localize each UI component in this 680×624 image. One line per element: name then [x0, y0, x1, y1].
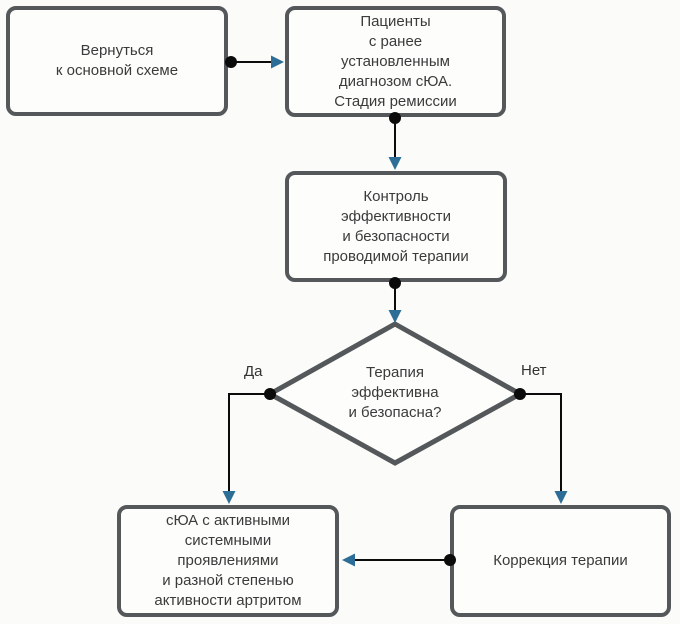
branch-label-yes: Да [244, 363, 263, 380]
edge-decision-no-to-correction [520, 393, 562, 494]
node-therapy-monitoring: Контроль эффективности и безопасности пр… [285, 171, 507, 282]
node-active-sjia: сЮА с активными системными проявлениями … [117, 505, 339, 617]
arrowhead-down-icon [388, 310, 402, 323]
node-return-to-main-scheme[interactable]: Вернуться к основной схеме [6, 6, 228, 116]
junction-dot [264, 388, 276, 400]
arrowhead-right-icon [271, 55, 284, 69]
branch-label-no: Нет [521, 362, 547, 379]
decision-question-label: Терапия эффективна и безопасна? [348, 364, 442, 421]
arrowhead-down-icon [222, 491, 236, 504]
edge-decision-yes-to-active-sjia [228, 393, 270, 494]
junction-dot [514, 388, 526, 400]
arrowhead-down-icon [554, 491, 568, 504]
arrowhead-down-icon [388, 157, 402, 170]
node-therapy-correction: Коррекция терапии [450, 505, 671, 617]
node-patients-remission: Пациенты с ранее установленным диагнозом… [285, 6, 506, 117]
arrowhead-left-icon [342, 553, 355, 567]
